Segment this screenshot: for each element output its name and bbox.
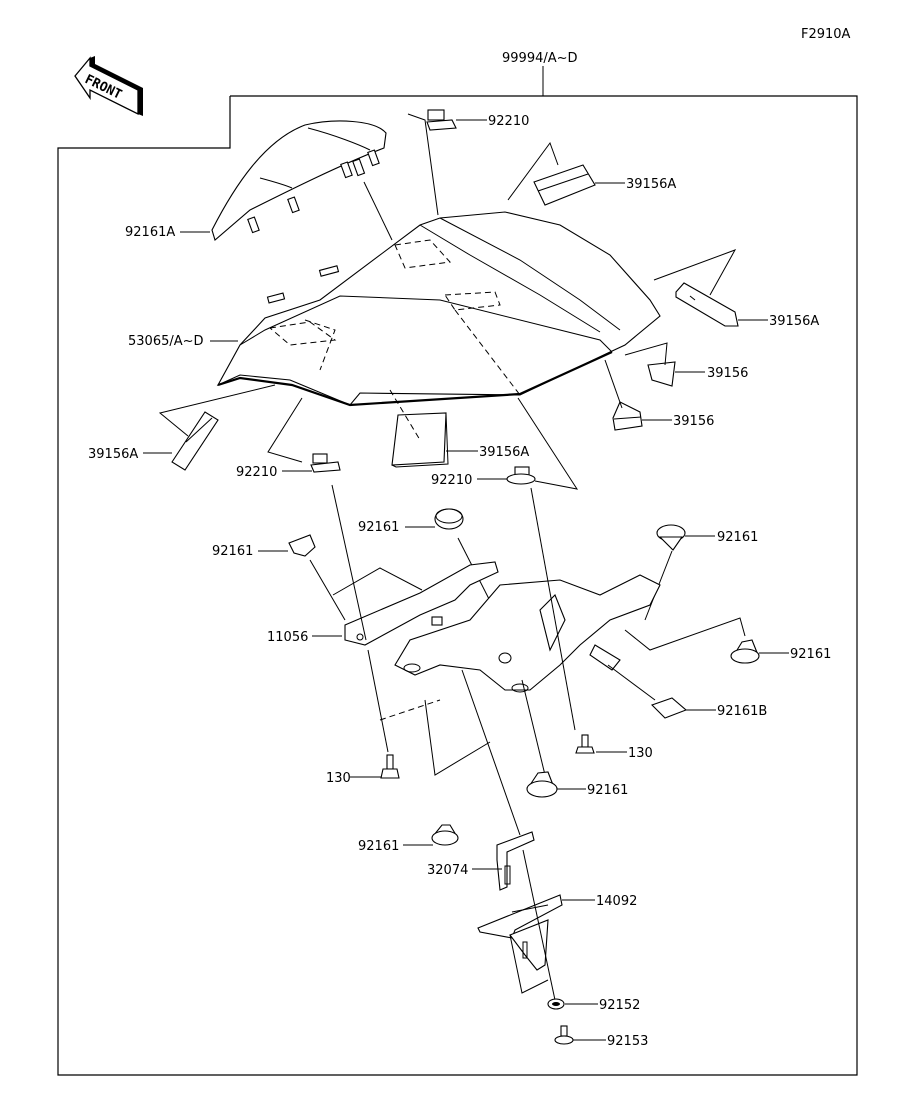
label-damper-bottom-left: 92161 [358, 839, 399, 854]
collar-part [547, 998, 565, 1010]
damper-b-part [650, 697, 688, 719]
label-damper-right-top: 92161 [717, 530, 758, 545]
label-damper-left: 92161 [212, 544, 253, 559]
label-damper-right: 92161 [790, 647, 831, 662]
label-tape-center: 39156A [479, 445, 529, 460]
label-collar: 92152 [599, 998, 640, 1013]
bolt-part [575, 734, 595, 754]
label-clip-left: 92210 [236, 465, 277, 480]
label-bracket: 11056 [267, 630, 308, 645]
tape-part [675, 282, 739, 327]
label-damper-b: 92161B [717, 704, 767, 719]
label-clip-right: 92210 [431, 473, 472, 488]
label-screw: 92153 [607, 1034, 648, 1049]
damper-part [434, 508, 464, 530]
cowl-pad-part [211, 120, 387, 241]
pad-part [612, 401, 643, 431]
damper-part [730, 639, 760, 664]
label-seat-cowl: 53065/A~D [128, 334, 204, 349]
bracket-part [344, 561, 661, 693]
damper-part [431, 824, 459, 846]
front-arrow-icon: FRONT [74, 56, 143, 116]
seat-cowl-part [216, 211, 661, 407]
diagram-frame [57, 95, 858, 1076]
clip-part [310, 453, 341, 473]
clip-part [506, 466, 536, 485]
damper-part [656, 524, 686, 551]
bolt-part [380, 754, 400, 779]
clip-part [426, 109, 457, 131]
label-cowl-pad: 92161A [125, 225, 175, 240]
plate-part [477, 894, 563, 971]
label-damper-center: 92161 [358, 520, 399, 535]
label-bolt-right: 130 [628, 746, 653, 761]
figure-code: F2910A [801, 27, 851, 42]
label-pad-1: 39156 [707, 366, 748, 381]
label-tape-left: 39156A [88, 447, 138, 462]
label-plate: 14092 [596, 894, 637, 909]
label-stay: 32074 [427, 863, 468, 878]
tape-part [533, 164, 596, 206]
kit-label: 99994/A~D [502, 51, 578, 66]
tape-part [391, 412, 449, 468]
label-clip-top: 92210 [488, 114, 529, 129]
screw-part [554, 1025, 574, 1045]
stay-part [496, 831, 535, 891]
damper-part [288, 534, 316, 557]
pad-part [647, 361, 676, 387]
label-pad-2: 39156 [673, 414, 714, 429]
label-tape-right: 39156A [769, 314, 819, 329]
damper-part [526, 771, 558, 798]
label-damper-bottom-right: 92161 [587, 783, 628, 798]
label-bolt-left: 130 [326, 771, 351, 786]
tape-part [171, 411, 219, 471]
label-tape-top: 39156A [626, 177, 676, 192]
